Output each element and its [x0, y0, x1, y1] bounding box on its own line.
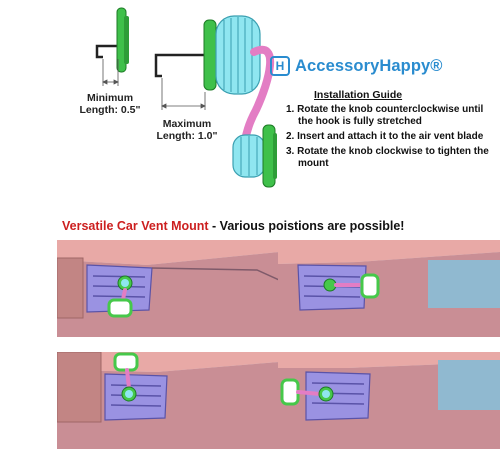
guide-step: 2. Insert and attach it to the air vent … [286, 131, 484, 142]
mount-maximum-illustration [154, 15, 277, 188]
min-length-label: Minimum Length: 0.5" [70, 92, 150, 116]
max-length-title: Maximum [162, 118, 212, 130]
vent-scene-2 [278, 240, 500, 337]
knob-large [215, 15, 261, 95]
max-length-value: Length: 1.0" [156, 130, 218, 142]
brand-logo-group: H AccessoryHappy® [270, 56, 443, 76]
max-length-indicator [161, 78, 206, 110]
installation-steps: 1. Rotate the knob counterclockwise unti… [286, 104, 496, 173]
knob-lower [232, 134, 266, 178]
installation-guide-title: Installation Guide [314, 89, 403, 101]
brand-name: AccessoryHappy® [295, 56, 443, 75]
max-length-label: Maximum Length: 1.0" [142, 118, 232, 142]
vent-scene-1 [57, 240, 279, 337]
vent-scene-4 [278, 352, 500, 449]
vent-scene-3 [57, 352, 279, 449]
min-length-title: Minimum [86, 92, 134, 104]
min-length-indicator [102, 59, 119, 86]
mount-diagram [95, 7, 277, 188]
banner-rest: - Various poistions are possible! [208, 219, 405, 233]
mount-minimum-illustration [95, 7, 129, 73]
versatile-banner: Versatile Car Vent Mount - Various poist… [62, 219, 404, 233]
guide-step: 1. Rotate the knob counterclockwise unti… [286, 104, 484, 127]
banner-highlight: Versatile Car Vent Mount [62, 219, 209, 233]
brand-logo-icon: H [270, 56, 290, 76]
guide-step: 3. Rotate the knob clockwise to tighten … [286, 146, 489, 169]
min-length-value: Length: 0.5" [79, 104, 141, 116]
